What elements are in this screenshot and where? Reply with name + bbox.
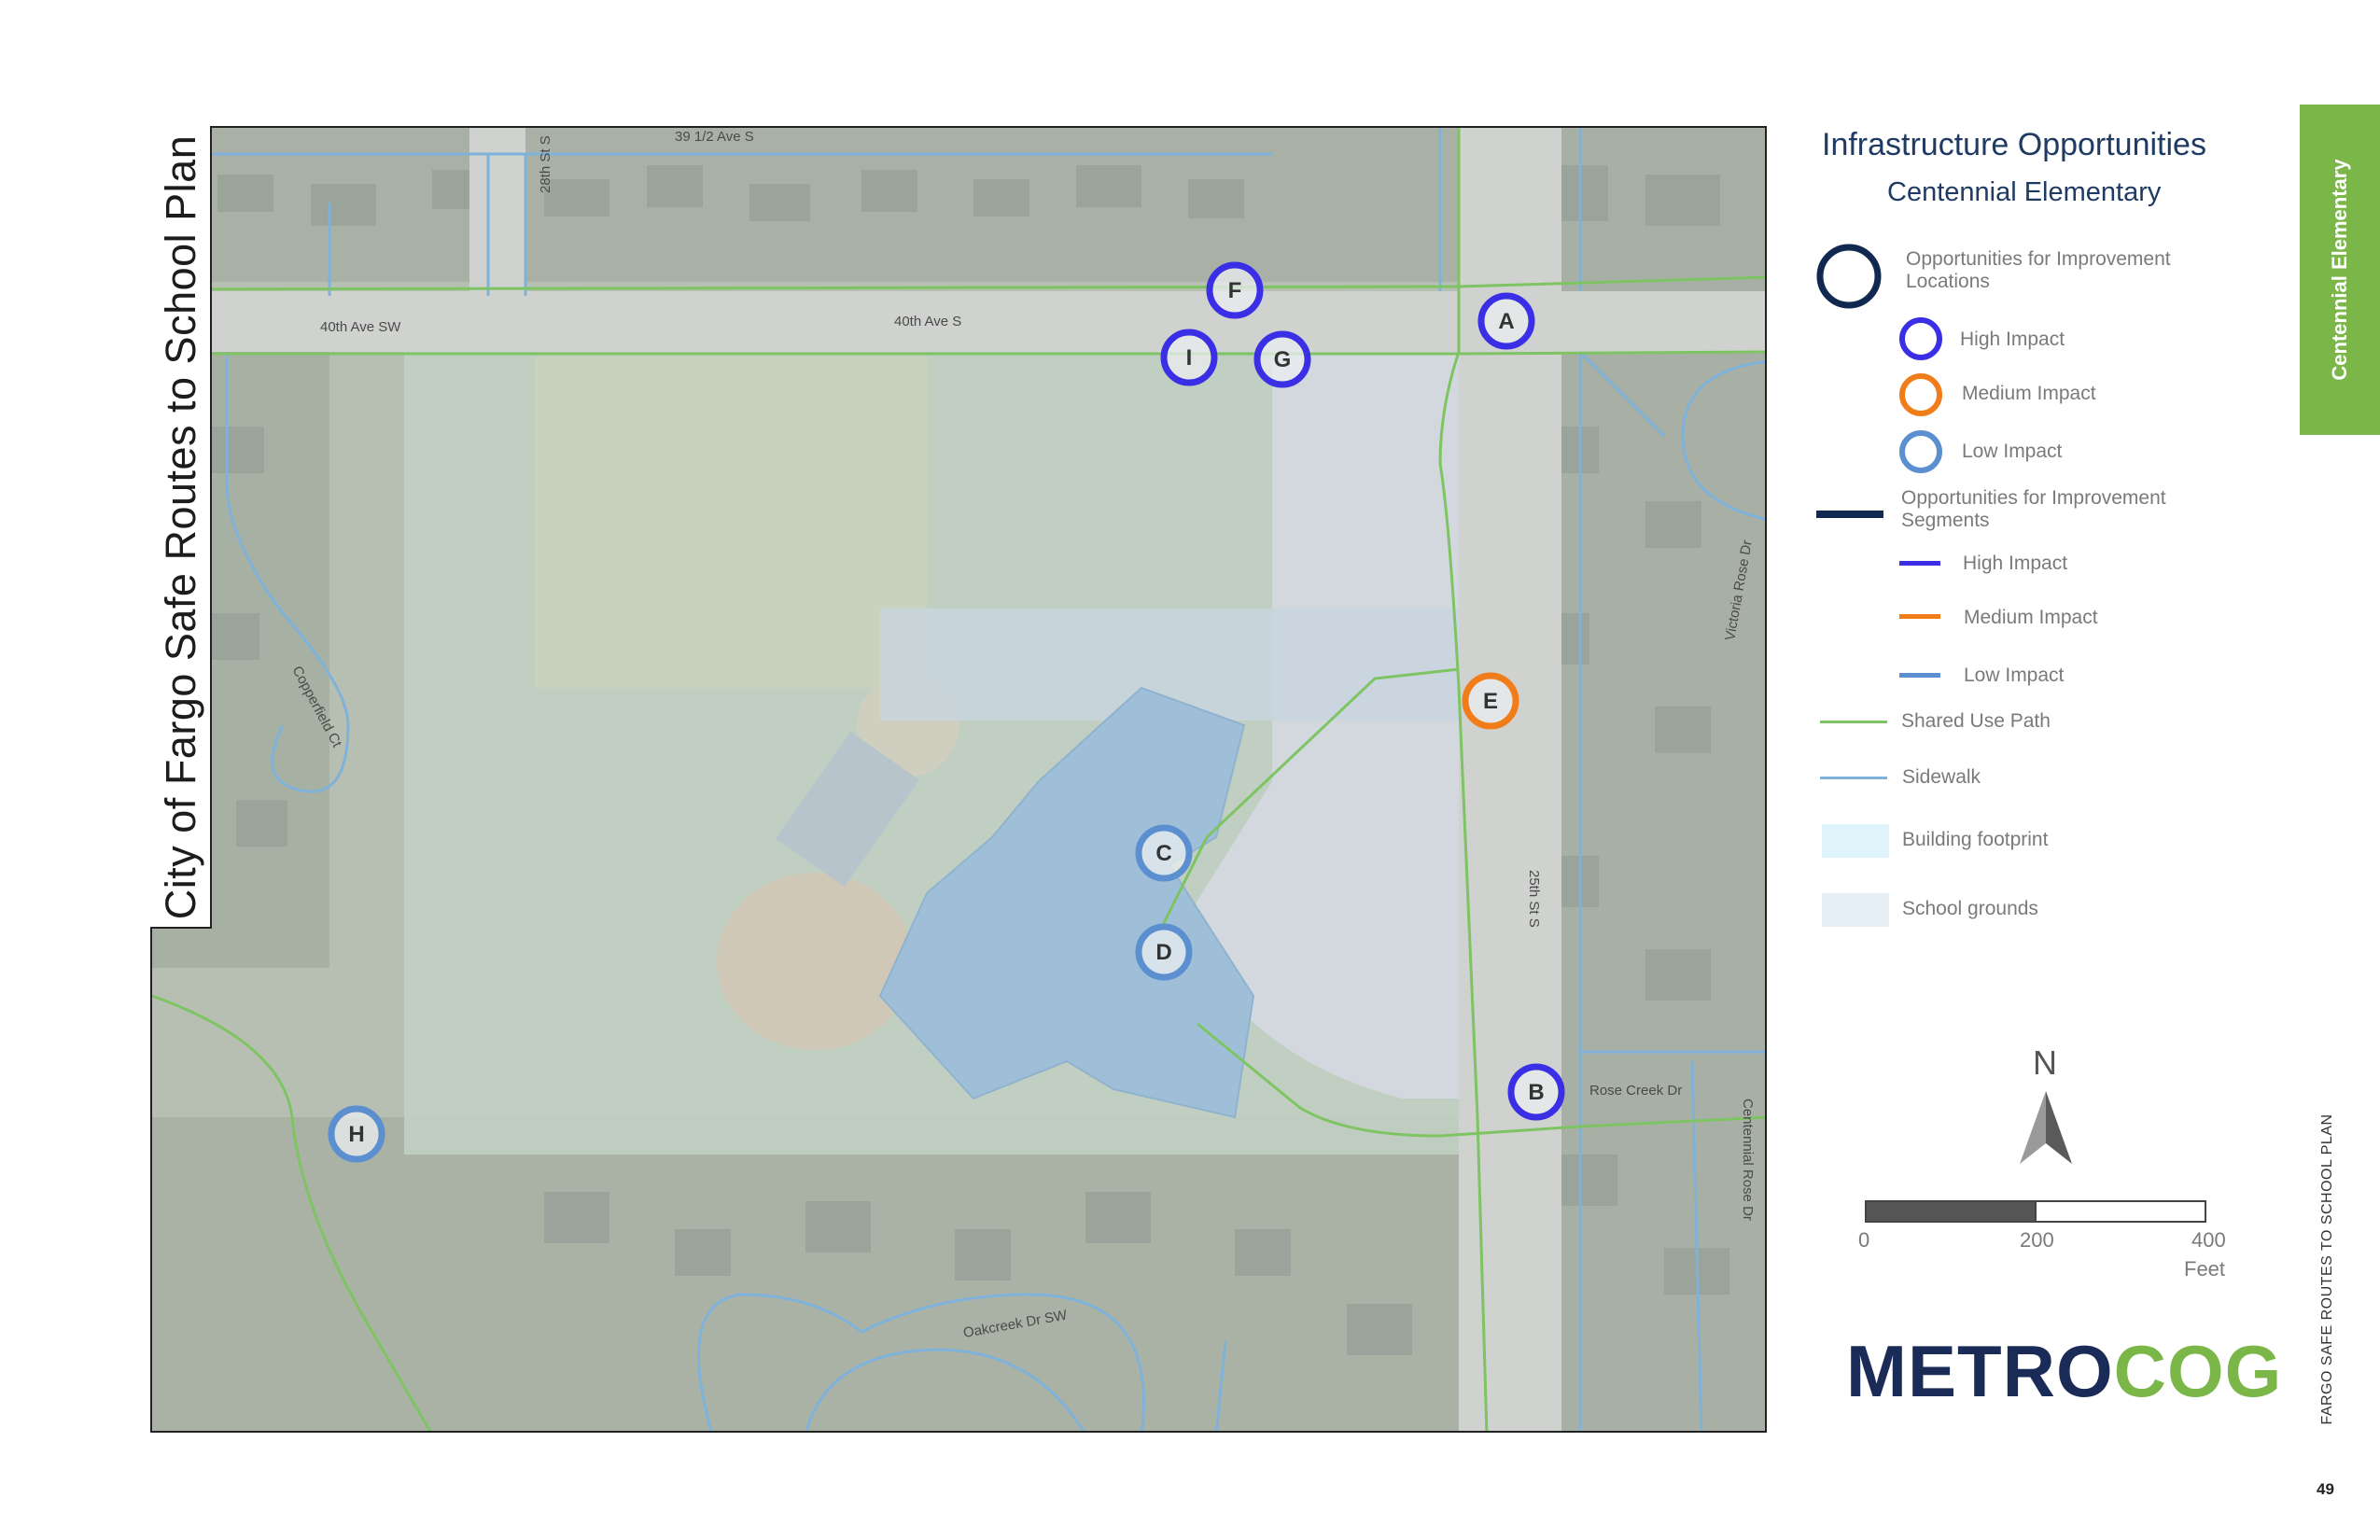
legend-location-symbol (1816, 244, 1882, 309)
marker-d[interactable]: D (1135, 923, 1193, 981)
legend-title: Infrastructure Opportunities (1822, 127, 2206, 162)
legend-grounds-label: School grounds (1902, 898, 2038, 919)
footer-vertical-text: FARGO SAFE ROUTES TO SCHOOL PLAN (2319, 1113, 2335, 1425)
marker-f[interactable]: F (1206, 261, 1264, 319)
marker-ring (1135, 923, 1193, 981)
logo-metro: METRO (1846, 1330, 2114, 1412)
legend-shared-use-label: Shared Use Path (1901, 710, 2051, 732)
metrocog-logo: METROCOG (1846, 1329, 2282, 1414)
marker-a[interactable]: A (1477, 292, 1535, 350)
section-tab: Centennial Elementary (2300, 105, 2380, 435)
legend-segment-symbol (1816, 511, 1883, 518)
marker-ring (1135, 824, 1193, 882)
road-28th-st (469, 128, 525, 352)
marker-ring (328, 1105, 385, 1163)
street-label-39-half-ave: 39 1/2 Ave S (675, 129, 754, 145)
street-label-40th-ave-sw: 40th Ave SW (320, 319, 401, 335)
legend-loc-high-label: High Impact (1960, 329, 2065, 350)
legend-sidewalk-symbol (1820, 777, 1887, 779)
legend-shared-use-symbol (1820, 721, 1887, 723)
legend-subtitle: Centennial Elementary (1887, 177, 2162, 207)
marker-e[interactable]: E (1462, 672, 1519, 730)
street-label-centennial-rose-dr: Centennial Rose Dr (1740, 1099, 1756, 1221)
marker-label: D (1155, 940, 1171, 965)
marker-c[interactable]: C (1135, 824, 1193, 882)
sports-field (535, 357, 927, 688)
marker-label: E (1483, 689, 1498, 714)
marker-label: A (1498, 309, 1514, 334)
map-area[interactable]: 39 1/2 Ave S 28th St S 40th Ave SW 40th … (150, 126, 1767, 1433)
legend-loc-high-symbol (1899, 317, 1942, 360)
legend-seg-low-label: Low Impact (1964, 665, 2065, 686)
ball-diamond (717, 873, 913, 1050)
legend-seg-medium-label: Medium Impact (1964, 607, 2098, 628)
scale-tick-0: 0 (1858, 1228, 1870, 1252)
legend-seg-high-symbol (1899, 561, 1940, 566)
marker-label: F (1228, 278, 1242, 303)
street-label-rose-creek-dr: Rose Creek Dr (1589, 1083, 1682, 1099)
marker-label: C (1155, 841, 1171, 866)
marker-i[interactable]: I (1160, 329, 1218, 386)
marker-b[interactable]: B (1507, 1063, 1565, 1121)
legend-segments-heading: Opportunities for Improvement Segments (1901, 487, 2166, 531)
scale-bar (1865, 1200, 2206, 1223)
legend-loc-medium-symbol (1899, 373, 1942, 416)
page-number: 49 (2317, 1480, 2334, 1498)
logo-cog: COG (2113, 1330, 2283, 1412)
legend-loc-low-label: Low Impact (1962, 441, 2063, 462)
marker-label: I (1186, 345, 1193, 371)
street-label-25th-st: 25th St S (1526, 870, 1542, 928)
marker-ring (1160, 329, 1218, 386)
legend-sidewalk-label: Sidewalk (1902, 766, 1981, 788)
marker-ring (1462, 672, 1519, 730)
aerial-map: 39 1/2 Ave S 28th St S 40th Ave SW 40th … (152, 128, 1765, 1431)
street-label-40th-ave-s: 40th Ave S (894, 314, 961, 329)
legend-building-label: Building footprint (1902, 829, 2049, 850)
legend-seg-medium-symbol (1899, 614, 1940, 619)
section-tab-label: Centennial Elementary (2328, 159, 2351, 381)
marker-label: G (1274, 347, 1292, 372)
sidewalks (152, 128, 1765, 1431)
scale-tick-200: 200 (2020, 1228, 2054, 1252)
marker-layer: A B C D E F G H I (328, 261, 1565, 1163)
vertical-title: City of Fargo Safe Routes to School Plan (157, 134, 204, 920)
north-label: N (2033, 1043, 2057, 1082)
marker-g[interactable]: G (1253, 330, 1311, 388)
school-building (878, 686, 1255, 1119)
vertical-title-box: City of Fargo Safe Routes to School Plan (150, 126, 212, 929)
legend-building-symbol (1822, 824, 1889, 858)
north-arrow-icon (2020, 1091, 2072, 1164)
houses (208, 165, 1729, 1355)
scale-unit: Feet (2184, 1257, 2226, 1281)
legend-seg-low-symbol (1899, 673, 1940, 678)
marker-ring (1507, 1063, 1565, 1121)
legend-seg-high-label: High Impact (1963, 553, 2068, 574)
legend-locations-heading: Opportunities for Improvement Locations (1906, 248, 2171, 292)
marker-ring (1477, 292, 1535, 350)
marker-label: B (1528, 1080, 1544, 1105)
marker-ring (1253, 330, 1311, 388)
scale-tick-400: 400 (2191, 1228, 2226, 1252)
parking-lot (1179, 352, 1477, 1099)
legend-grounds-symbol (1822, 893, 1889, 927)
street-label-28th-st: 28th St S (538, 135, 553, 193)
portable-building (775, 731, 920, 888)
marker-h[interactable]: H (328, 1105, 385, 1163)
marker-ring (1206, 261, 1264, 319)
legend-loc-medium-label: Medium Impact (1962, 383, 2096, 404)
shared-use-paths (152, 128, 1765, 1431)
marker-label: H (348, 1122, 364, 1147)
legend-loc-low-symbol (1899, 430, 1942, 473)
